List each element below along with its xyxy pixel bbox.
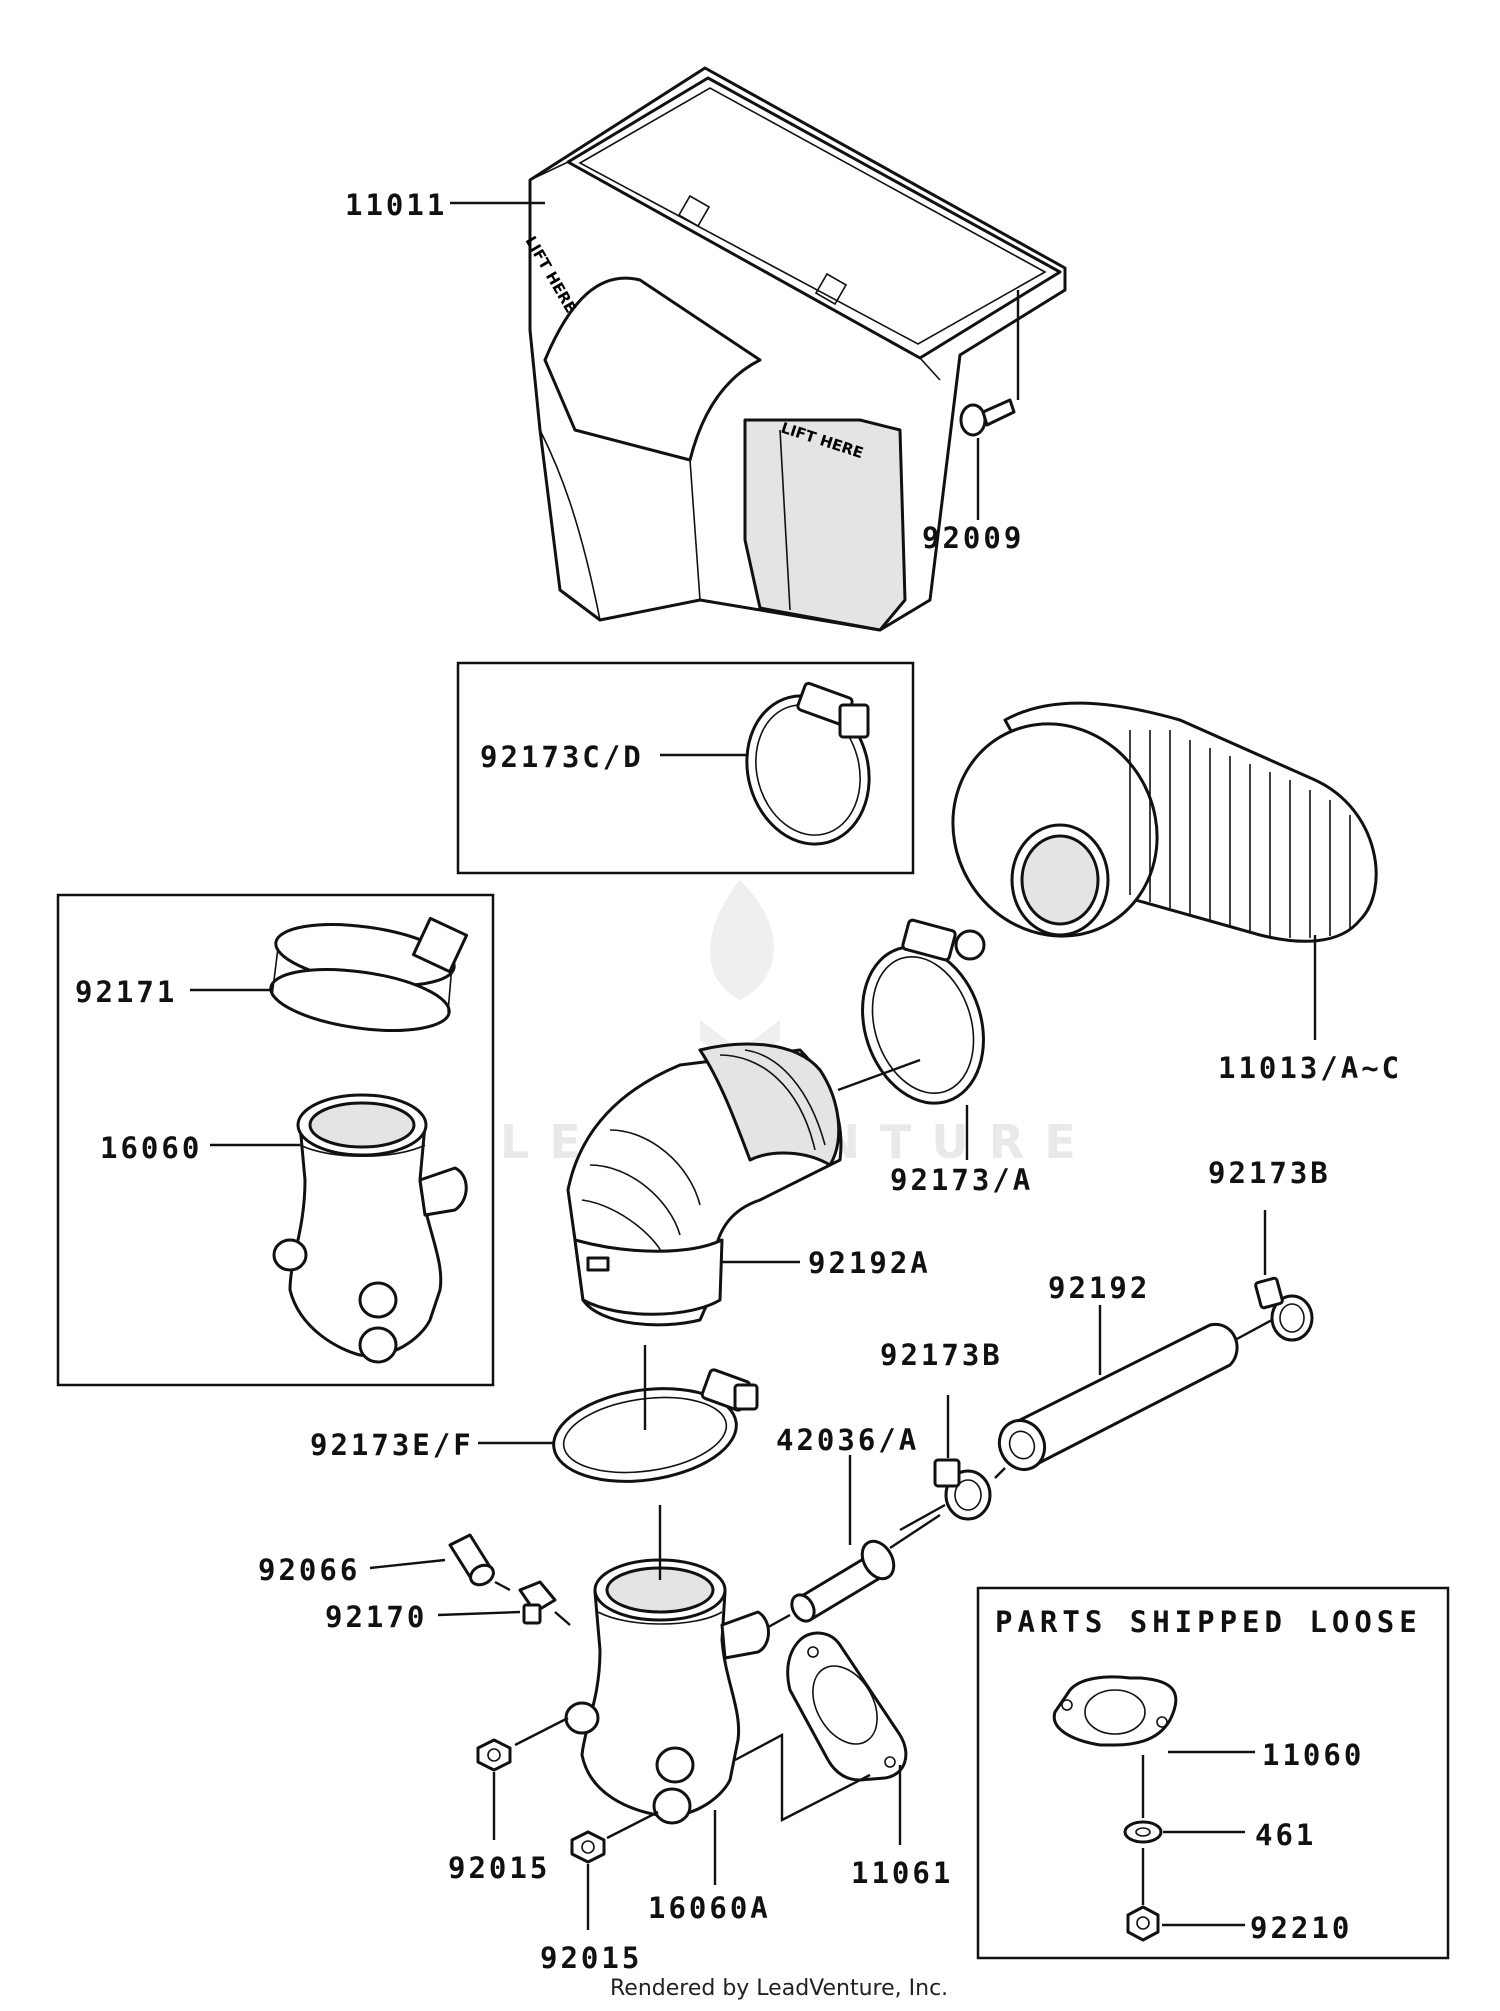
clamp-92173a — [861, 918, 986, 1105]
parts-shipped-loose-title: PARTS SHIPPED LOOSE — [995, 1605, 1422, 1639]
label-16060: 16060 — [100, 1131, 202, 1165]
adapter-16060a — [564, 1558, 770, 1825]
clamp-92173b-top — [1254, 1276, 1314, 1342]
label-92210: 92210 — [1250, 1911, 1352, 1945]
gasket-11061 — [786, 1631, 908, 1782]
clamp-92171 — [269, 916, 469, 1032]
label-92173b-top: 92173B — [1208, 1156, 1331, 1190]
clamp-92173b-mid — [933, 1458, 992, 1521]
cap-92066 — [448, 1533, 495, 1587]
label-42036a: 42036/A — [776, 1423, 919, 1457]
clamp-92173ef — [552, 1368, 759, 1483]
label-92192a: 92192A — [808, 1246, 931, 1280]
label-92171: 92171 — [75, 975, 177, 1009]
label-92192: 92192 — [1048, 1271, 1150, 1305]
screw-92009 — [959, 398, 1016, 437]
label-461: 461 — [1255, 1818, 1316, 1852]
fitting-42036a — [790, 1539, 896, 1623]
label-92009: 92009 — [922, 521, 1024, 555]
clamp-92173cd — [745, 681, 871, 846]
elbow-hose-92192a — [566, 1042, 843, 1327]
clamp-cd-box — [456, 661, 915, 875]
nut-92015-b — [570, 1830, 606, 1864]
label-11060: 11060 — [1262, 1738, 1364, 1772]
fitting-92170 — [518, 1580, 557, 1625]
gasket-11060 — [1052, 1675, 1178, 1747]
label-92066: 92066 — [258, 1553, 360, 1587]
nut-92210 — [1126, 1905, 1160, 1942]
label-92173cd: 92173C/D — [480, 740, 644, 774]
label-11011: 11011 — [345, 188, 447, 222]
label-92015-a: 92015 — [448, 1851, 550, 1885]
air-filter-element — [951, 701, 1378, 943]
adapter-16060 — [272, 1093, 468, 1364]
label-11013: 11013/A~C — [1218, 1051, 1402, 1085]
footer-credit: Rendered by LeadVenture, Inc. — [610, 1976, 948, 2001]
air-cleaner-housing: LIFT HERE LIFT HERE — [522, 66, 1067, 632]
label-92173ef: 92173E/F — [310, 1428, 474, 1462]
label-92170: 92170 — [325, 1600, 427, 1634]
label-92015-b: 92015 — [540, 1941, 642, 1975]
nut-92015-a — [476, 1738, 512, 1772]
flame-watermark-icon — [710, 880, 774, 1000]
optional-parts-box — [56, 893, 495, 1387]
label-16060a: 16060A — [648, 1891, 771, 1925]
parts-shipped-loose-box — [976, 1586, 1450, 1960]
label-92173b-mid: 92173B — [880, 1338, 1003, 1372]
washer-461 — [1123, 1820, 1163, 1844]
breather-hose-92192 — [997, 1323, 1239, 1471]
label-92173a: 92173/A — [890, 1163, 1033, 1197]
label-11061: 11061 — [851, 1856, 953, 1890]
